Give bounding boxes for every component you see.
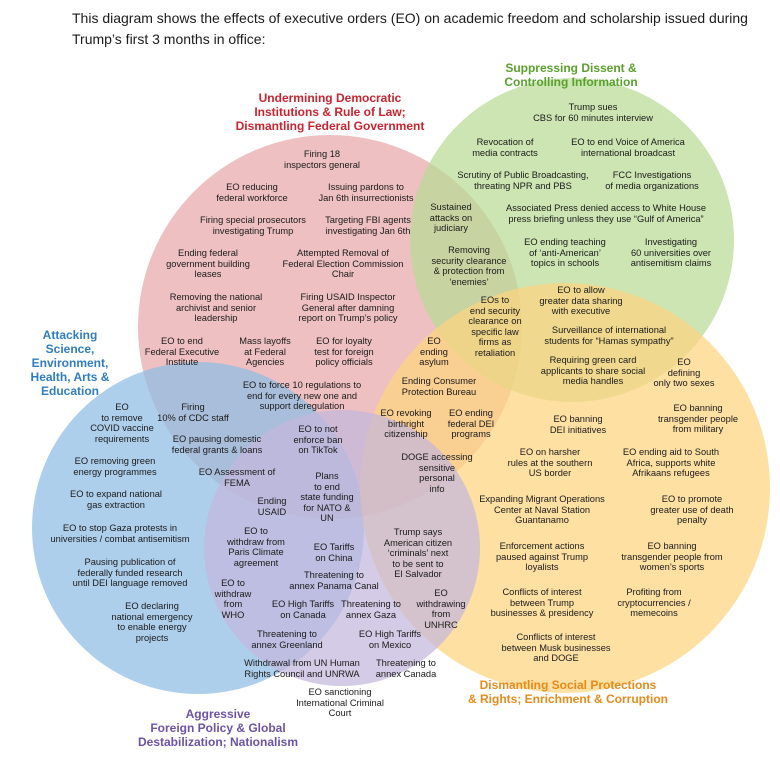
heading-foreign-policy: Aggressive Foreign Policy & Global Desta… (137, 707, 299, 749)
item-ending-asylum: EO ending asylum (419, 336, 449, 368)
item-deregulation: EO to force 10 regulations to end for ev… (242, 380, 362, 412)
item-womens-sports: EO banning transgender people from women… (621, 541, 723, 573)
item-cbs-lawsuit: Trump sues CBS for 60 minutes interview (533, 102, 653, 123)
circle-foreign-policy (204, 410, 480, 686)
item-nato-un: Plans to end state funding for NATO & UN (300, 471, 354, 524)
item-southern-border: EO on harsher rules at the southern US b… (507, 447, 593, 479)
item-death-penalty: EO to promote greater use of death penal… (650, 494, 734, 526)
item-energy-emergency: EO declaring national emergency to enabl… (111, 601, 193, 643)
item-gaza-protests: EO to stop Gaza protests in universities… (50, 523, 190, 544)
item-musk-doge: Conflicts of interest between Musk busin… (501, 632, 611, 664)
item-el-salvador: Trump says American citizen ‘criminals’ … (383, 527, 453, 580)
item-security-clearance: Removing security clearance & protection… (431, 245, 507, 287)
item-usaid-ig: Firing USAID Inspector General after dam… (298, 292, 398, 324)
item-tiktok: EO to not enforce ban on TikTok (293, 424, 343, 456)
item-ending-usaid: Ending USAID (257, 496, 287, 517)
item-trump-loyalists: Enforcement actions paused against Trump… (496, 541, 588, 573)
item-fcc-investigations: FCC Investigations of media organization… (605, 170, 699, 191)
item-cdc-staff: Firing 10% of CDC staff (157, 402, 229, 423)
item-unrwa: Withdrawal from UN Human Rights Council … (244, 658, 360, 679)
item-green-energy: EO removing green energy programmes (73, 456, 157, 477)
item-firing-inspectors: Firing 18 inspectors general (284, 149, 360, 170)
item-voice-of-america: EO to end Voice of America international… (571, 137, 685, 158)
item-panama-canal: Threatening to annex Panama Canal (289, 570, 379, 591)
item-who: EO to withdraw from WHO (214, 578, 252, 620)
item-dei-initiatives: EO banning DEI initiatives (549, 414, 607, 435)
item-fec-chair: Attempted Removal of Federal Election Co… (282, 248, 404, 280)
heading-social-protections: Dismantling Social Protections & Rights;… (468, 678, 668, 706)
item-loyalty-test: EO for loyalty test for foreign policy o… (314, 336, 374, 368)
item-consumer-protection: Ending Consumer Protection Bureau (401, 376, 477, 397)
heading-attacking-science: Attacking Science, Environment, Health, … (30, 328, 110, 398)
item-student-surveillance: Surveillance of international students f… (544, 325, 674, 346)
item-icc-sanctions: EO sanctioning International Criminal Co… (296, 687, 384, 719)
item-mass-layoffs: Mass layoffs at Federal Agencies (239, 336, 291, 368)
item-targeting-fbi: Targeting FBI agents investigating Jan 6… (325, 215, 411, 236)
item-covid-vaccine: EO to remove COVID vaccine requirements (90, 402, 154, 444)
intro-text: This diagram shows the effects of execut… (72, 10, 748, 47)
item-tariffs-canada: EO High Tariffs on Canada (271, 599, 335, 620)
item-fema: EO Assessment of FEMA (198, 467, 276, 488)
item-attacks-judiciary: Sustained attacks on judiciary (429, 202, 473, 234)
item-npr-pbs: Scrutiny of Public Broadcasting, threati… (457, 170, 589, 191)
item-unhrc: EO withdrawing from UNHRC (416, 588, 466, 630)
item-gas-extraction: EO to expand national gas extraction (69, 489, 163, 510)
item-trump-businesses: Conflicts of interest between Trump busi… (490, 587, 594, 619)
item-birthright: EO revoking birthright citizenship (380, 408, 432, 440)
item-annex-greenland: Threatening to annex Greenland (251, 629, 323, 650)
item-reducing-workforce: EO reducing federal workforce (216, 182, 288, 203)
item-pardons: Issuing pardons to Jan 6th insurrectioni… (318, 182, 414, 203)
item-annex-canada: Threatening to annex Canada (375, 658, 437, 679)
item-fei: EO to end Federal Executive Institute (144, 336, 220, 368)
item-associated-press: Associated Press denied access to White … (506, 203, 706, 224)
item-south-africa: EO ending aid to South Africa, supports … (622, 447, 720, 479)
item-transgender-military: EO banning transgender people from milit… (657, 403, 739, 435)
item-memecoins: Profiting from cryptocurrencies / memeco… (617, 587, 691, 619)
item-two-sexes: EO defining only two sexes (653, 357, 715, 389)
item-guantanamo: Expanding Migrant Operations Center at N… (479, 494, 605, 526)
item-data-sharing: EO to allow greater data sharing with ex… (539, 285, 623, 317)
item-green-card: Requiring green card applicants to share… (540, 355, 646, 387)
item-paris-climate: EO to withdraw from Paris Climate agreem… (227, 526, 285, 568)
item-tariffs-china: EO Tariffs on China (313, 542, 355, 563)
item-research-publication: Pausing publication of federally funded … (72, 557, 188, 589)
item-anti-american-topics: EO ending teaching of ‘anti-American’ to… (524, 237, 606, 269)
item-archivist: Removing the national archivist and seni… (169, 292, 263, 324)
item-doge-info: DOGE accessing sensitive personal info (401, 452, 473, 494)
item-universities-antisemitism: Investigating 60 universities over antis… (630, 237, 712, 269)
item-federal-grants: EO pausing domestic federal grants & loa… (171, 434, 263, 455)
item-building-leases: Ending federal government building lease… (166, 248, 250, 280)
item-law-firms: EOs to end security clearance on specifi… (468, 295, 522, 358)
heading-suppressing-dissent: Suppressing Dissent & Controlling Inform… (504, 61, 638, 89)
item-federal-dei: EO ending federal DEI programs (447, 408, 495, 440)
item-annex-gaza: Threatening to annex Gaza (341, 599, 401, 620)
item-tariffs-mexico: EO High Tariffs on Mexico (358, 629, 422, 650)
item-media-contracts: Revocation of media contracts (472, 137, 538, 158)
item-firing-prosecutors: Firing special prosecutors investigating… (200, 215, 306, 236)
heading-undermining-institutions: Undermining Democratic Institutions & Ru… (235, 91, 425, 133)
